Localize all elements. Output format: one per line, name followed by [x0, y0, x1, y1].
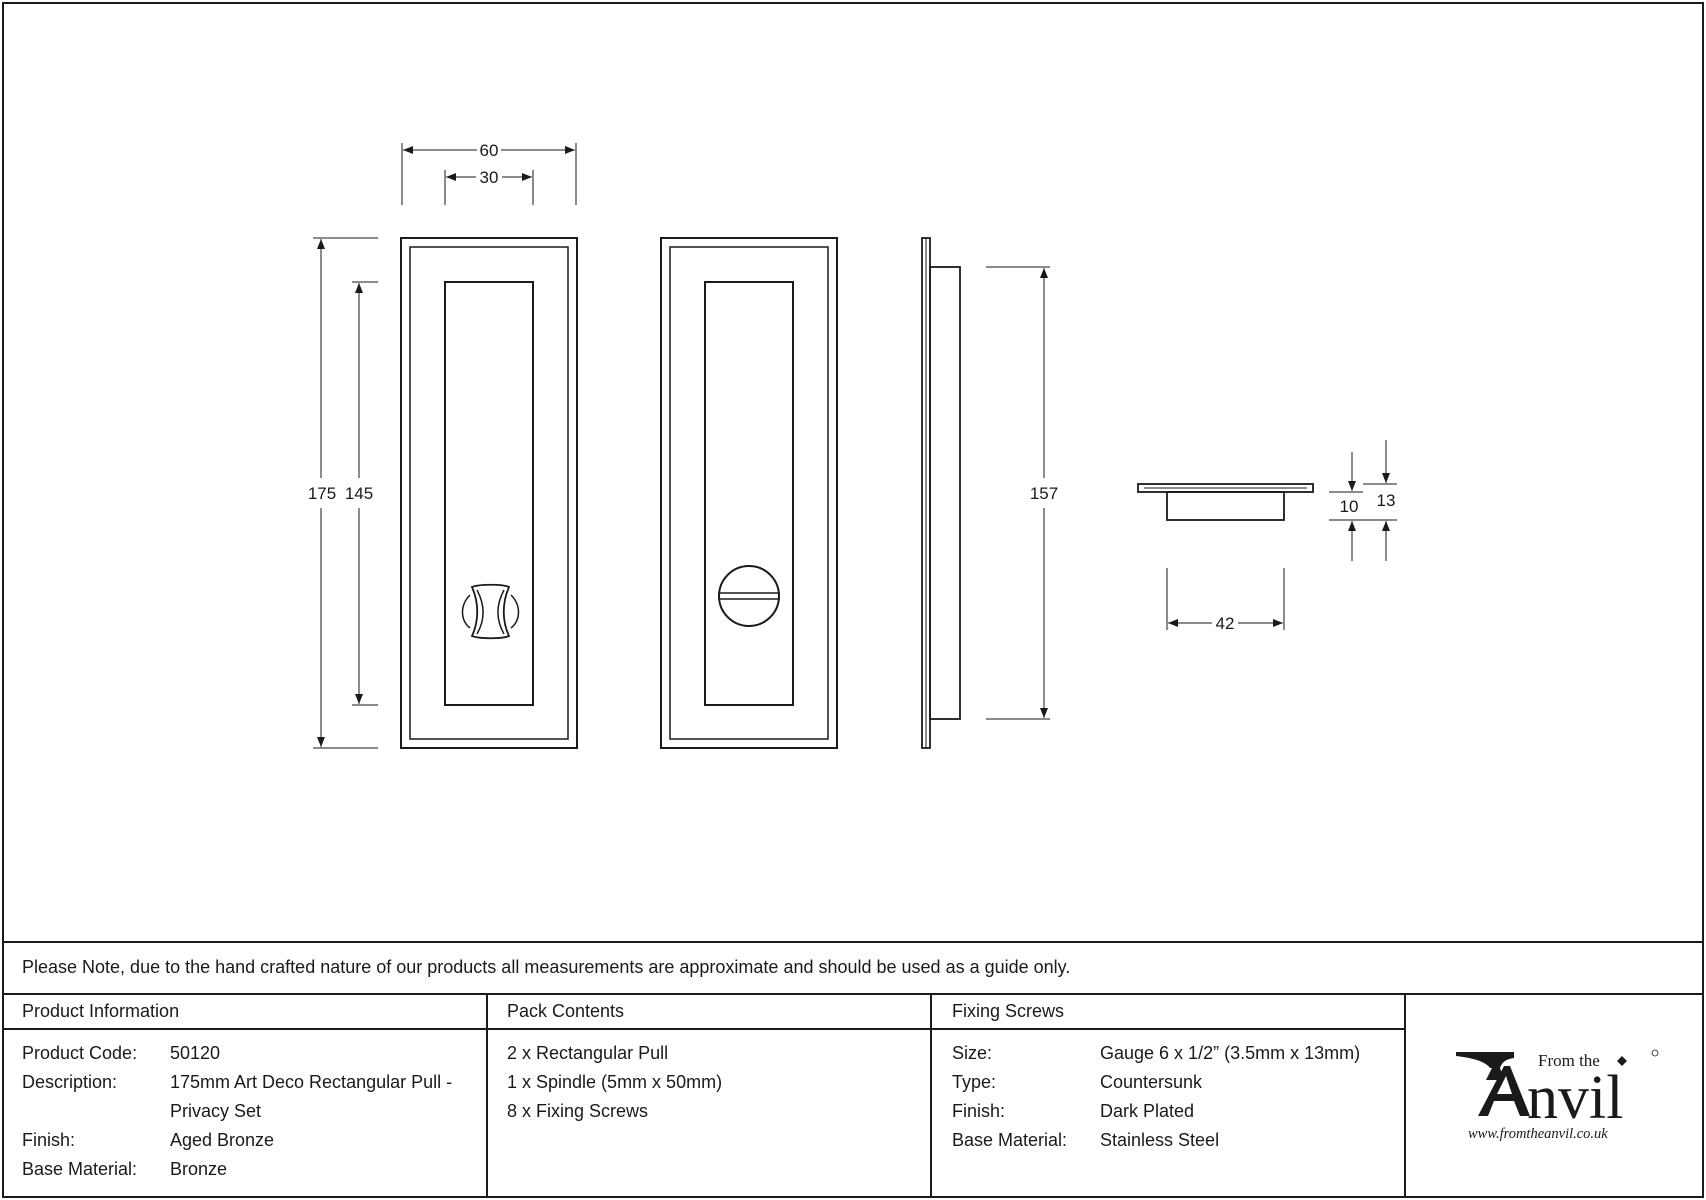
row-value: 175mm Art Deco Rectangular Pull -	[170, 1072, 453, 1092]
list-item: 2 x Rectangular Pull	[507, 1043, 669, 1063]
disclaimer-note: Please Note, due to the hand crafted nat…	[22, 957, 1071, 977]
dim-width-outer: 60	[401, 141, 577, 205]
top-view	[1137, 483, 1314, 521]
list-item: 8 x Fixing Screws	[507, 1101, 649, 1121]
pack-contents-heading: Pack Contents	[507, 1001, 625, 1021]
anvil-icon	[1456, 1052, 1514, 1068]
dim-width-inner: 30	[444, 168, 534, 205]
emergency-release-icon	[718, 565, 780, 627]
row-value: Stainless Steel	[1100, 1130, 1220, 1150]
row-value: Privacy Set	[170, 1101, 262, 1121]
recess	[704, 281, 794, 706]
fixing-row: Base Material: Stainless Steel	[952, 1126, 1360, 1155]
product-info-table: Product Code: 50120 Description: 175mm Art…	[22, 1039, 452, 1184]
url-text: www.fromtheanvil.co.uk	[1468, 1126, 1608, 1142]
dim-42-label: 42	[1216, 614, 1235, 633]
row-value: Gauge 6 x 1/2” (3.5mm x 13mm)	[1100, 1043, 1361, 1063]
front-view-release	[660, 237, 838, 749]
row-label: Base Material:	[952, 1130, 1068, 1150]
product-info-row: Finish: Aged Bronze	[22, 1126, 452, 1155]
row-label: Type:	[952, 1072, 997, 1092]
row-label: Description:	[22, 1072, 118, 1092]
dim-175-label: 175	[308, 484, 336, 503]
brand-text: nvil	[1527, 1064, 1623, 1132]
row-value: Countersunk	[1100, 1072, 1203, 1092]
product-info-row: Description: 175mm Art Deco Rectangular P…	[22, 1068, 452, 1097]
fixing-row: Type: Countersunk	[952, 1068, 1360, 1097]
from-the-anvil-logo: nvil From the www.fromtheanvil.co.uk	[1456, 1049, 1659, 1142]
row-label: Finish:	[952, 1101, 1006, 1121]
dim-60-label: 60	[480, 141, 499, 160]
row-value: 50120	[170, 1043, 221, 1063]
dim-30-label: 30	[480, 168, 499, 187]
fixing-screws-heading: Fixing Screws	[952, 1001, 1065, 1021]
dim-side-height: 157	[986, 266, 1058, 720]
dim-10-label: 10	[1340, 497, 1359, 516]
product-info-row: Privacy Set	[22, 1097, 452, 1126]
dim-145-label: 145	[345, 484, 373, 503]
pack-contents-list: 2 x Rectangular Pull 1 x Spindle (5mm x …	[507, 1039, 722, 1126]
dim-depth: 10 13	[1329, 440, 1397, 561]
from-the-text: From the	[1538, 1051, 1600, 1070]
dim-13-label: 13	[1377, 491, 1396, 510]
row-label: Finish:	[22, 1130, 76, 1150]
outer-plate	[400, 237, 578, 749]
outer-plate	[660, 237, 838, 749]
side-view	[921, 237, 961, 749]
dim-157-label: 157	[1030, 484, 1058, 503]
dim-height-inner: 145	[345, 281, 378, 706]
plate-inner-edge	[409, 246, 569, 740]
dim-recess-width: 42	[1166, 568, 1285, 633]
row-label: Base Material:	[22, 1159, 138, 1179]
recess	[444, 281, 534, 706]
row-value: Dark Plated	[1100, 1101, 1195, 1121]
list-item: 1 x Spindle (5mm x 50mm)	[507, 1072, 723, 1092]
product-info-row: Base Material: Bronze	[22, 1155, 452, 1184]
fixing-row: Size: Gauge 6 x 1/2” (3.5mm x 13mm)	[952, 1039, 1360, 1068]
row-value: Aged Bronze	[170, 1130, 275, 1150]
product-info-row: Product Code: 50120	[22, 1039, 452, 1068]
fixing-screws-table: Size: Gauge 6 x 1/2” (3.5mm x 13mm) Type:…	[952, 1039, 1360, 1155]
row-value: Bronze	[170, 1159, 228, 1179]
turn-knob-icon	[461, 583, 520, 640]
plate-inner-edge	[669, 246, 829, 740]
row-label: Product Code:	[22, 1043, 138, 1063]
title-block-grid	[2, 941, 1704, 1198]
dim-height-outer: 175	[308, 237, 378, 749]
front-view-knob	[400, 237, 578, 749]
fixing-row: Finish: Dark Plated	[952, 1097, 1360, 1126]
product-info-heading: Product Information	[22, 1001, 180, 1021]
row-label: Size:	[952, 1043, 993, 1063]
